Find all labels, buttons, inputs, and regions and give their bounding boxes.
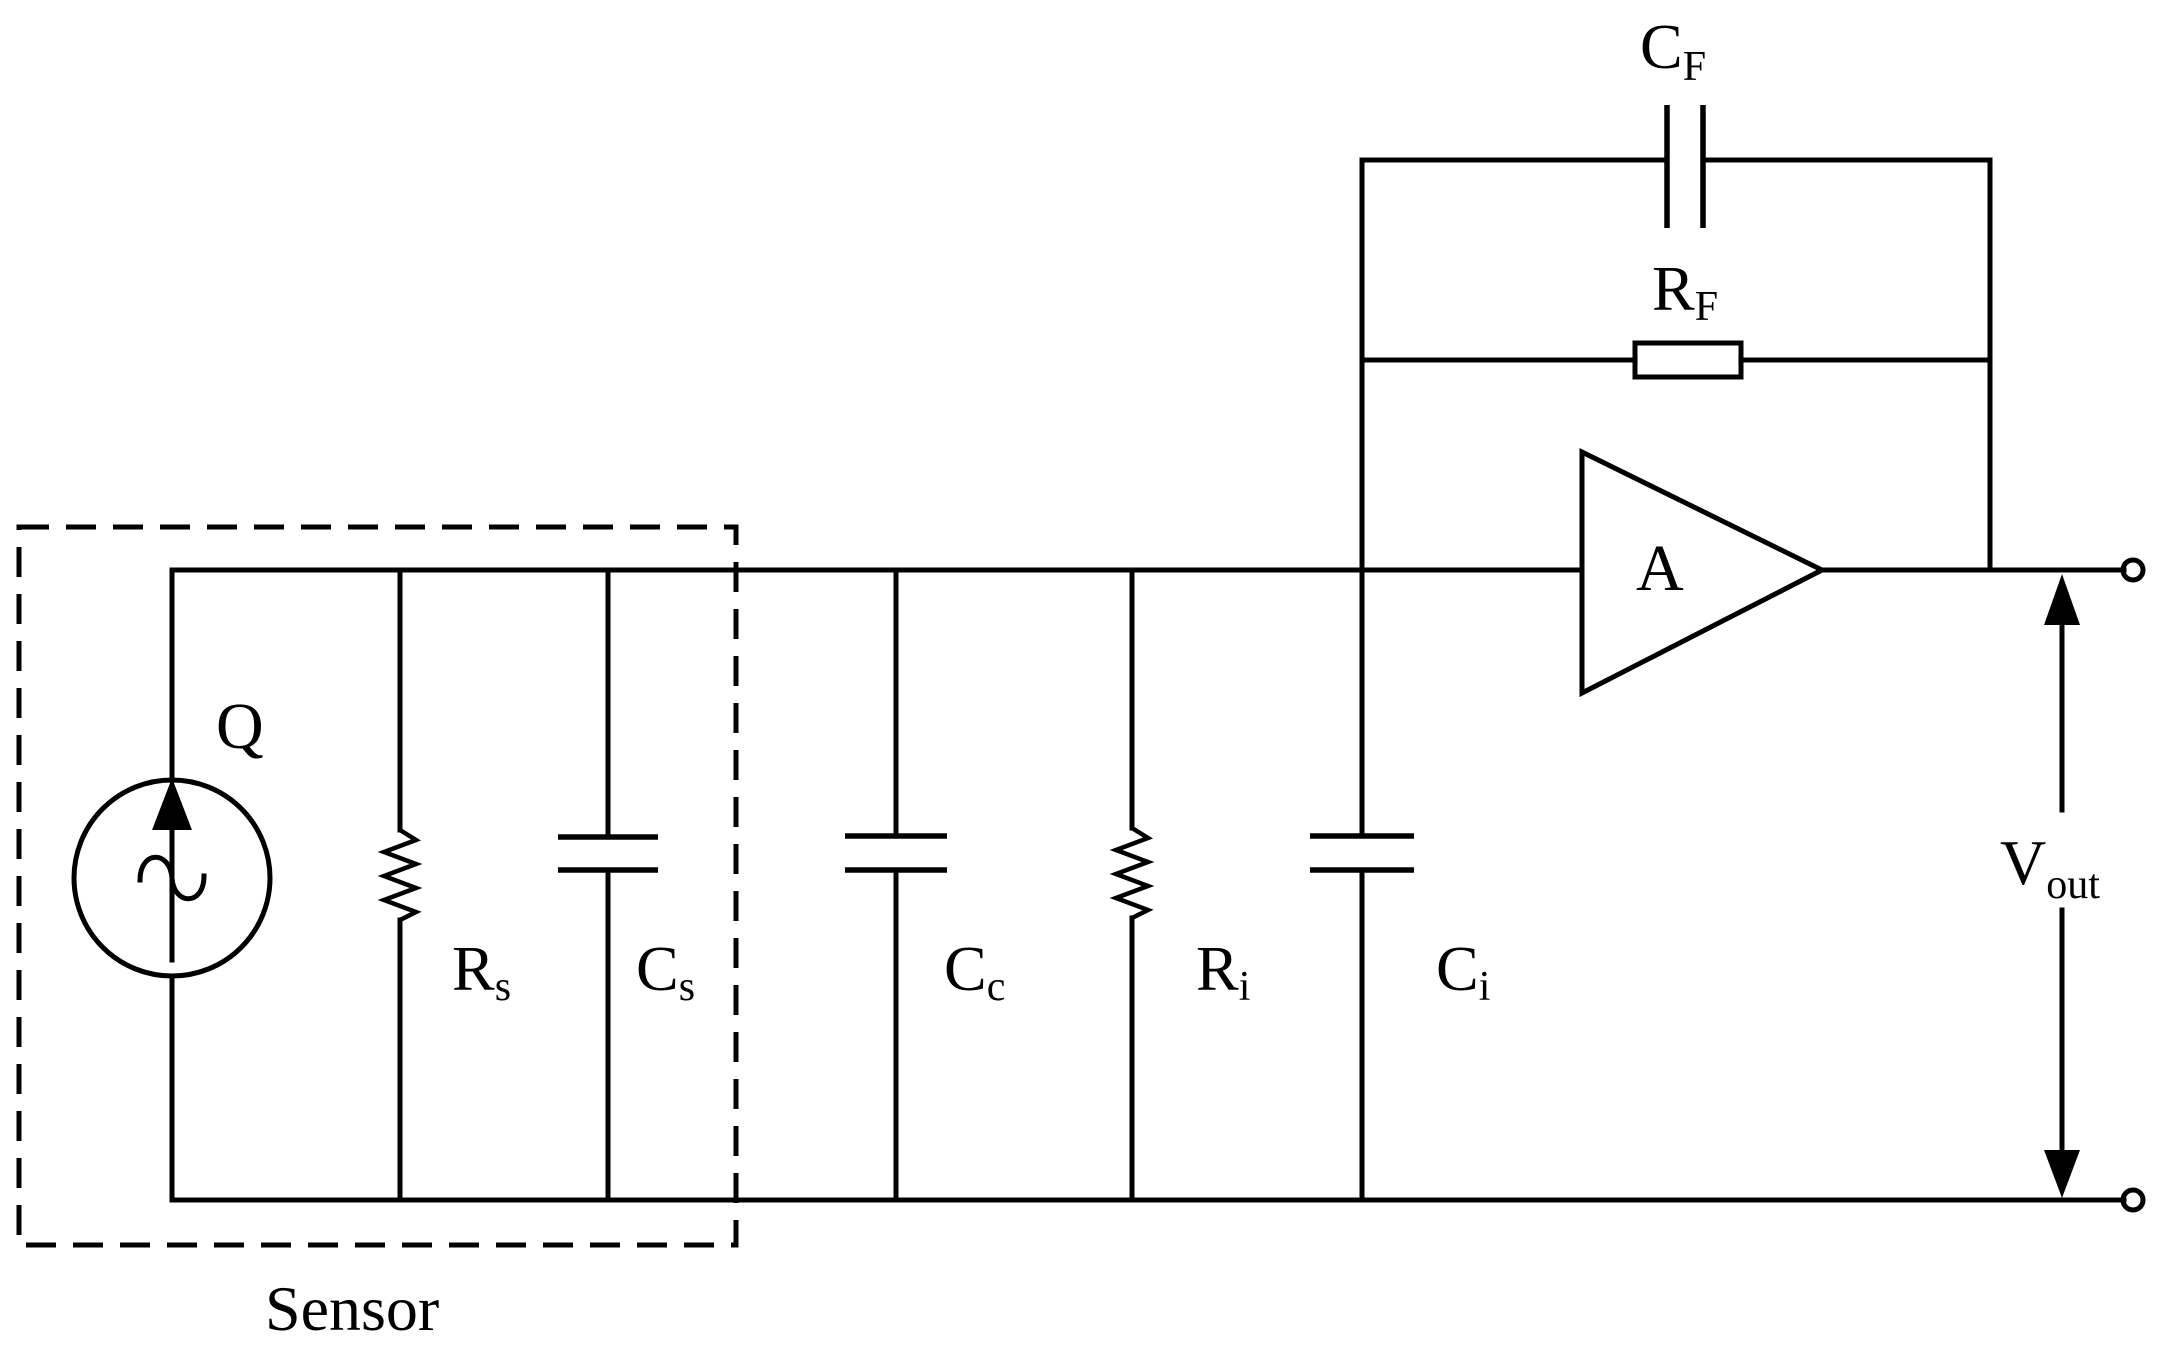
label-cs: Cs [636,933,695,1010]
output-terminal-bottom [2120,1187,2146,1213]
label-cc: Cc [944,933,1005,1010]
label-ri: Ri [1196,933,1250,1010]
label-amplifier: A [1636,532,1684,605]
label-cf: CF [1640,11,1706,90]
sensor-boundary [16,524,739,1248]
charge-source [71,567,273,1203]
amplifier [1579,447,2127,698]
feedback-network [1359,105,1993,573]
label-sensor: Sensor [265,1273,439,1344]
resistor-rs [377,567,423,1203]
vout-arrow [2044,574,2080,1198]
ac-symbol-icon [137,854,207,902]
label-q: Q [216,690,264,763]
output-terminal-top [2120,557,2146,583]
label-vout: Vout [2000,827,2100,908]
label-rs: Rs [452,933,511,1010]
capacitor-ci [1310,567,1414,1203]
resistor-ri [1109,567,1155,1203]
label-ci: Ci [1436,933,1490,1010]
resistor-rf [1632,340,1744,380]
label-rf: RF [1652,253,1718,330]
capacitor-cs [558,567,658,1203]
capacitor-cc [845,567,947,1203]
